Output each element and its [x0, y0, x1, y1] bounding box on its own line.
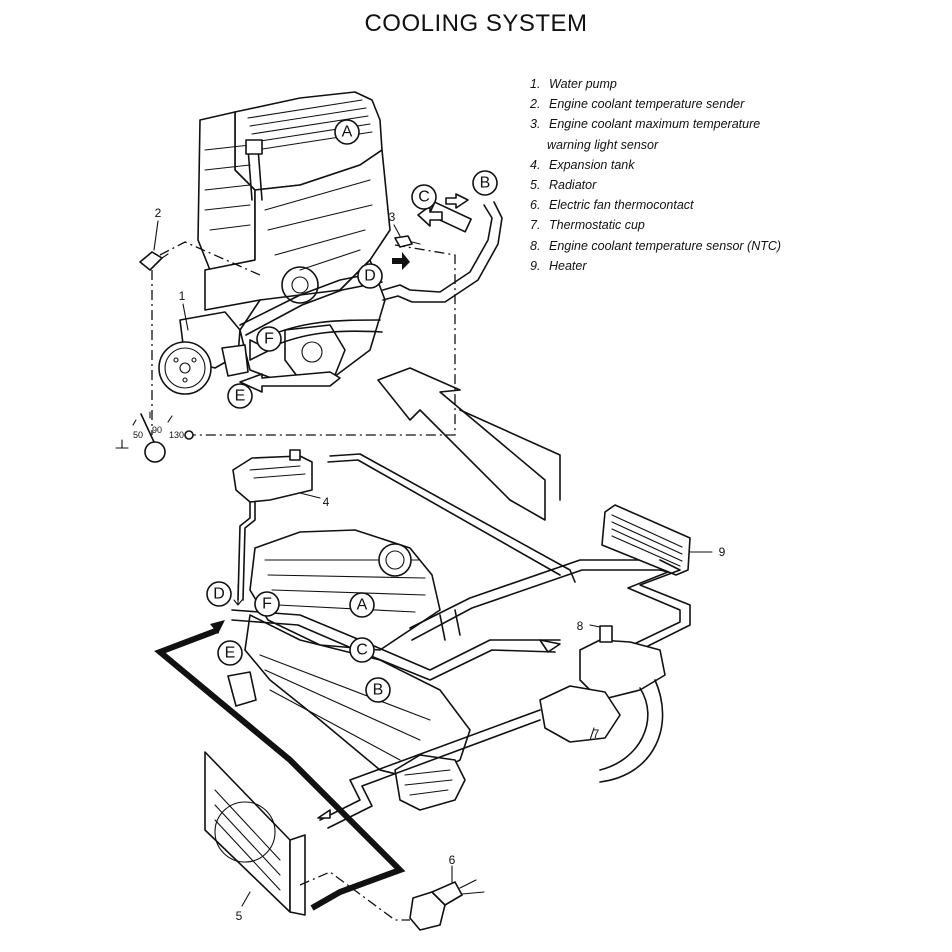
callout-f-upper: F — [264, 331, 274, 348]
legend-item: 9.Heater — [530, 258, 587, 273]
temperature-sender-2 — [139, 251, 169, 271]
callout-6: 6 — [449, 853, 456, 867]
callout-d-lower: D — [213, 586, 225, 603]
callout-e-lower: E — [225, 645, 236, 662]
callout-1: 1 — [179, 289, 186, 303]
upper-flow-arrows — [239, 193, 561, 521]
fan-switch-wiring-dashed — [299, 871, 410, 921]
callout-9: 9 — [719, 545, 726, 559]
legend-item: 2.Engine coolant temperature sender — [530, 97, 745, 112]
water-pump — [158, 311, 249, 395]
legend-item: 4.Expansion tank — [530, 157, 635, 172]
legend-item: 1.Water pump — [530, 77, 617, 91]
thermostat-housing: 8 7 — [539, 619, 666, 783]
callout-5: 5 — [236, 909, 243, 923]
callout-2: 2 — [155, 206, 162, 220]
legend-item: 7.Thermostatic cup — [530, 218, 645, 233]
lower-hoses — [231, 559, 661, 681]
gauge-label-50: 50 — [133, 430, 143, 440]
callout-d-upper: D — [364, 268, 376, 285]
max-temp-sensor-3 — [394, 235, 421, 248]
gauge-label-130: 130 — [169, 430, 184, 440]
callout-b-lower: B — [373, 682, 384, 699]
callout-c-upper: C — [418, 189, 430, 206]
fan-thermocontact: 6 — [409, 853, 485, 931]
legend-item: 8.Engine coolant temperature sensor (NTC… — [530, 238, 782, 253]
heater-core: 9 — [601, 504, 726, 576]
callout-3: 3 — [389, 210, 396, 224]
expansion-tank: 4 — [232, 449, 330, 601]
temperature-gauge: 50 90 130 — [115, 411, 194, 463]
callout-b-upper: B — [480, 175, 491, 192]
radiator-return-hose — [154, 627, 406, 911]
heater-supply-pipe — [639, 559, 691, 651]
upper-callouts: A B C D E F 1 2 3 — [153, 119, 498, 409]
parts-legend: 1.Water pump 2.Engine coolant temperatur… — [530, 74, 830, 276]
callout-c-lower: C — [356, 642, 368, 659]
heater-return-pipe — [329, 453, 576, 583]
legend-item: 5.Radiator — [530, 178, 597, 193]
lower-callouts: A B C D E F — [206, 581, 561, 703]
callout-4: 4 — [323, 495, 330, 509]
upper-engine-block — [197, 91, 391, 386]
legend-item: 6.Electric fan thermocontact — [530, 198, 694, 213]
radiator: 5 — [204, 751, 306, 923]
callout-f-lower: F — [262, 596, 272, 613]
gauge-label-90: 90 — [152, 425, 162, 435]
diagram-title: COOLING SYSTEM — [364, 10, 588, 37]
callout-a-lower: A — [357, 597, 368, 614]
callout-8: 8 — [577, 619, 584, 633]
callout-e-upper: E — [235, 388, 246, 405]
lower-engine-block — [227, 529, 471, 811]
callout-a-upper: A — [342, 124, 353, 141]
callout-7: 7 — [593, 727, 600, 741]
